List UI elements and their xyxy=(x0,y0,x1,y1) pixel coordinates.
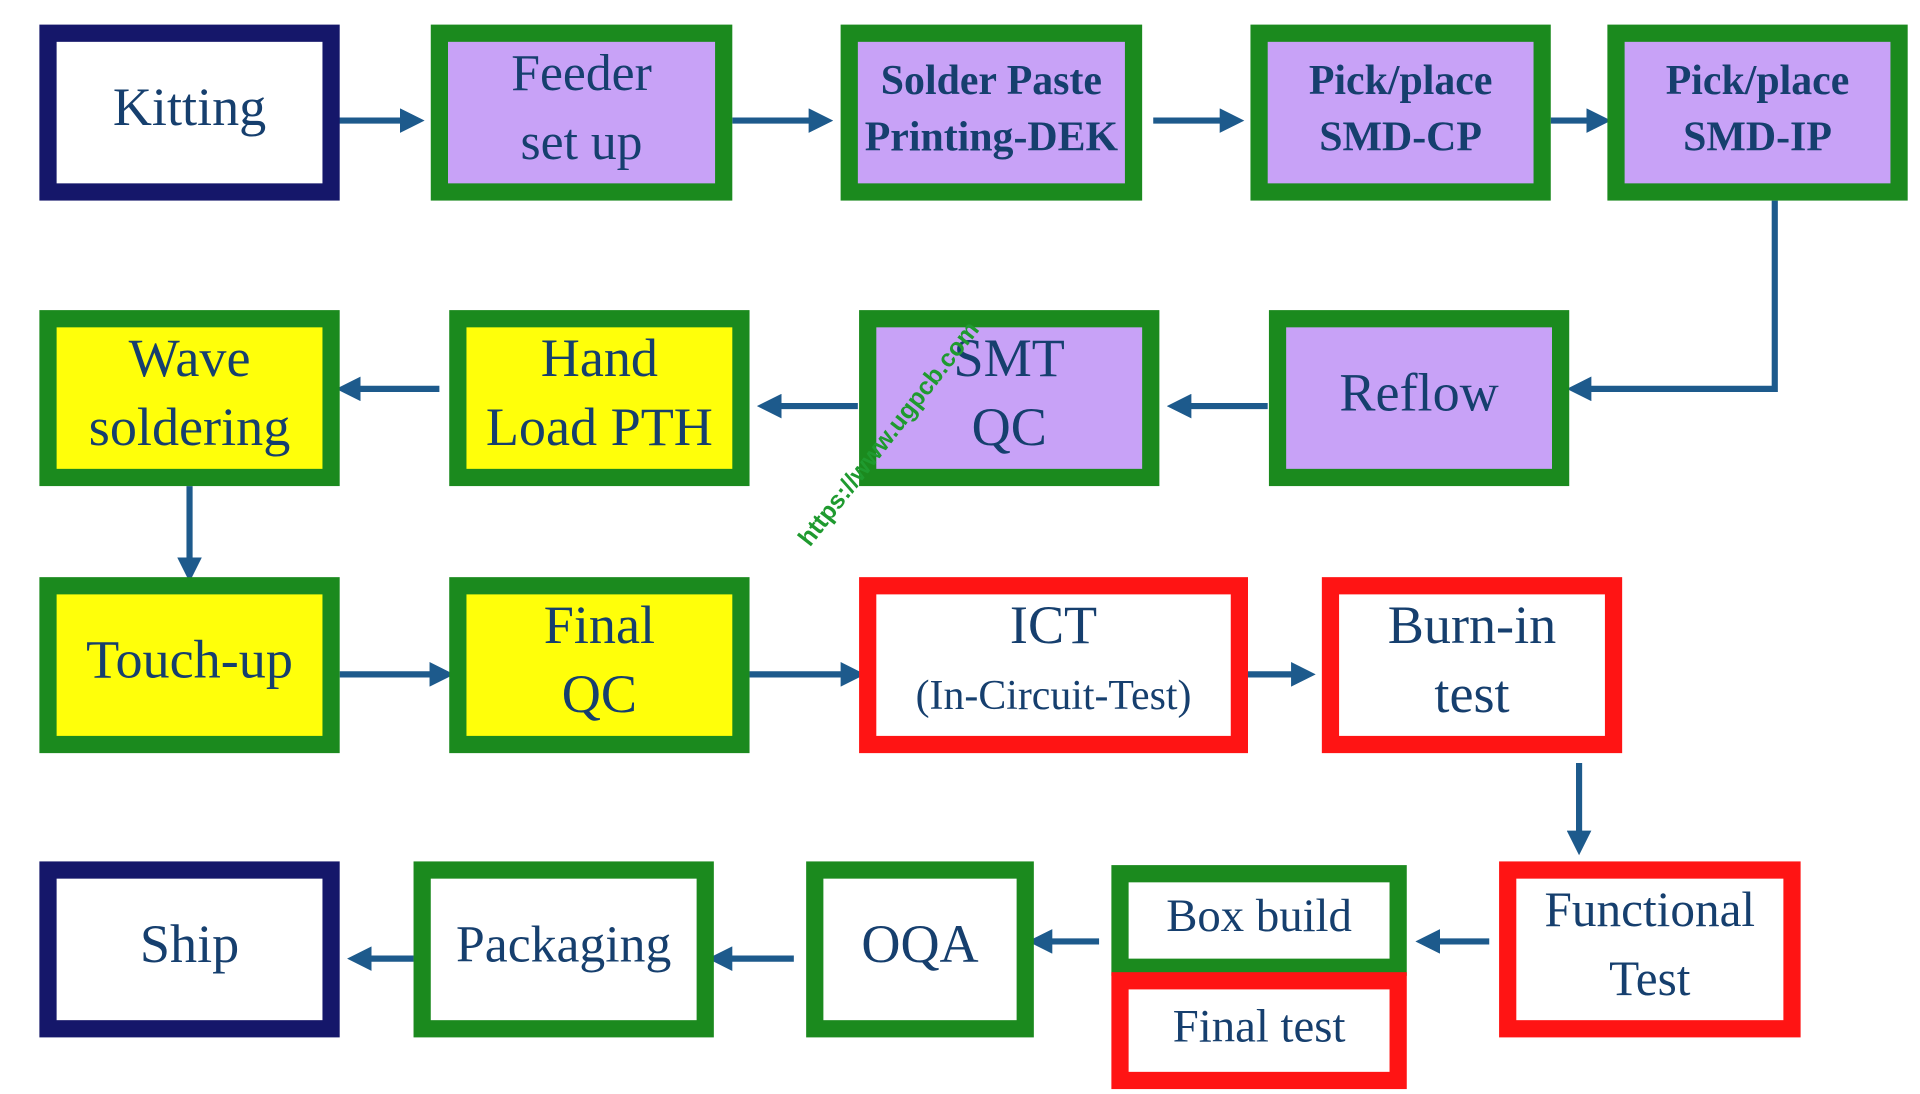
step-ict: ICT (In-Circuit-Test) xyxy=(859,577,1249,754)
step-touch-up: Touch-up xyxy=(39,577,340,754)
step-label: Hand xyxy=(541,328,658,388)
step-box xyxy=(39,24,340,201)
step-oqa: OQA xyxy=(806,861,1034,1038)
step-label: Load PTH xyxy=(486,397,713,457)
step-final-test: Final test xyxy=(1111,972,1407,1090)
step-label: soldering xyxy=(89,397,291,457)
step-burn-in: Burn-in test xyxy=(1321,577,1623,754)
step-label: Touch-up xyxy=(86,630,293,690)
step-box xyxy=(413,861,714,1038)
step-box xyxy=(1499,861,1801,1038)
step-label: Pick/place xyxy=(1309,58,1493,104)
process-steps: Kitting Feeder set up Solder PastePrinting-… xyxy=(39,24,1908,1090)
step-label: Box build xyxy=(1166,890,1352,942)
step-packaging: Packaging xyxy=(413,861,714,1038)
step-box xyxy=(1268,310,1570,487)
step-box xyxy=(840,24,1143,201)
step-label: Packaging xyxy=(456,916,671,973)
step-label: set up xyxy=(521,114,643,171)
step-box xyxy=(430,24,733,201)
step-box-build: Box build xyxy=(1111,865,1407,976)
step-box xyxy=(449,577,750,754)
step-label: Printing-DEK xyxy=(865,115,1119,161)
step-feeder: Feeder set up xyxy=(430,24,733,201)
arrow-pick-place-ip-to-reflow xyxy=(1566,200,1778,402)
step-box xyxy=(806,861,1034,1038)
step-wave-soldering: Wave soldering xyxy=(39,310,340,487)
step-label: Functional xyxy=(1545,882,1756,937)
step-label: ICT xyxy=(1010,595,1097,655)
step-label: OQA xyxy=(861,914,978,974)
step-reflow: Reflow xyxy=(1268,310,1570,487)
step-box xyxy=(39,861,340,1038)
step-label: Ship xyxy=(140,914,239,974)
step-smt-qc: SMT QC xyxy=(859,310,1160,487)
step-label: Burn-in xyxy=(1388,595,1556,655)
step-box xyxy=(1250,24,1551,201)
step-box xyxy=(39,577,340,754)
step-label: (In-Circuit-Test) xyxy=(916,673,1192,719)
step-label: SMD-IP xyxy=(1683,115,1832,161)
step-label: Pick/place xyxy=(1666,58,1850,104)
step-box xyxy=(1111,865,1407,976)
step-box xyxy=(859,310,1160,487)
step-label: SMT xyxy=(954,328,1065,388)
step-box xyxy=(1111,972,1407,1090)
step-label: Test xyxy=(1609,951,1691,1006)
step-box xyxy=(39,310,340,487)
step-label: SMD-CP xyxy=(1319,115,1482,161)
step-kitting: Kitting xyxy=(39,24,340,201)
step-ship: Ship xyxy=(39,861,340,1038)
step-box xyxy=(1321,577,1623,754)
step-label: Final xyxy=(544,595,655,655)
step-label: Reflow xyxy=(1339,363,1498,423)
step-label: Solder Paste xyxy=(881,58,1102,104)
step-label: QC xyxy=(972,397,1047,457)
step-label: Final test xyxy=(1173,1000,1346,1052)
step-label: QC xyxy=(562,664,637,724)
step-box xyxy=(1607,24,1908,201)
step-label: Feeder xyxy=(511,45,652,102)
step-label: test xyxy=(1434,664,1509,724)
flow-arrows xyxy=(177,108,1778,971)
step-box xyxy=(859,577,1249,754)
step-label: Wave xyxy=(129,328,251,388)
step-box xyxy=(449,310,750,487)
step-label: Kitting xyxy=(113,77,266,137)
